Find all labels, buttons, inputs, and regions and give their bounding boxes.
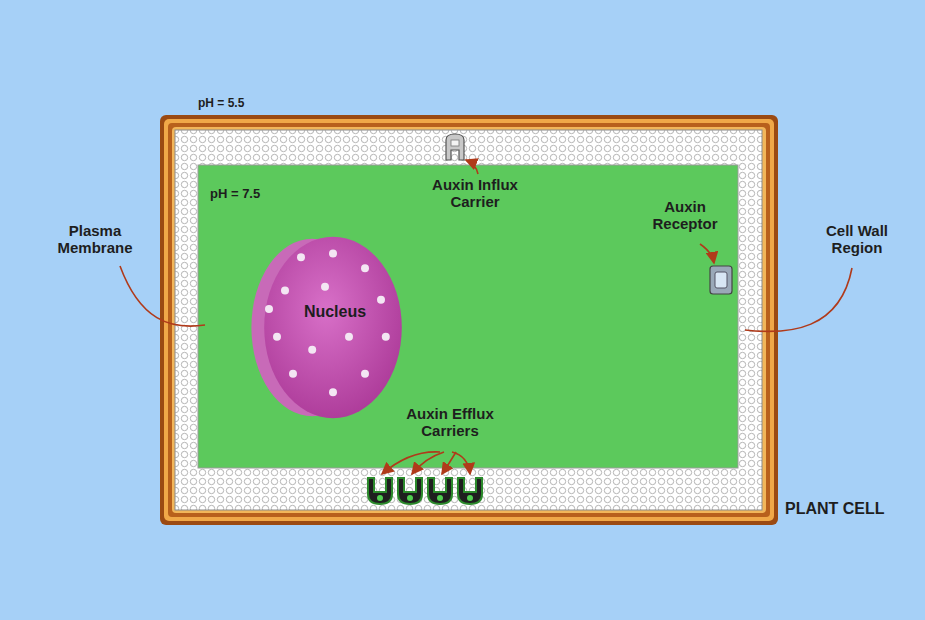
cell-wall <box>160 115 778 525</box>
cell-wall-layer <box>172 127 766 513</box>
nucleus-shape <box>245 235 405 420</box>
callout-label: Auxin Receptor <box>640 198 730 233</box>
figure-title: PLANT CELL <box>785 500 915 518</box>
auxin-receptor <box>710 266 732 294</box>
callout-label: Auxin Efflux Carriers <box>390 405 510 440</box>
ph-label: pH = 7.5 <box>210 187 260 202</box>
cell-wall-layer <box>168 123 770 517</box>
leader-lines <box>120 160 852 474</box>
nucleus-label: Nucleus <box>284 303 366 321</box>
callout-label: Auxin Influx Carrier <box>415 176 535 211</box>
cytoplasm <box>198 165 738 468</box>
nucleus: Nucleus <box>245 235 405 420</box>
part-label: Plasma Membrane <box>40 222 150 257</box>
ph-label: pH = 5.5 <box>198 97 318 111</box>
cell-wall-layer <box>164 119 774 521</box>
plasma-membrane <box>175 130 762 510</box>
part-label: Cell Wall Region <box>802 222 912 257</box>
influx-carrier <box>446 134 464 160</box>
efflux-carriers <box>368 478 482 504</box>
